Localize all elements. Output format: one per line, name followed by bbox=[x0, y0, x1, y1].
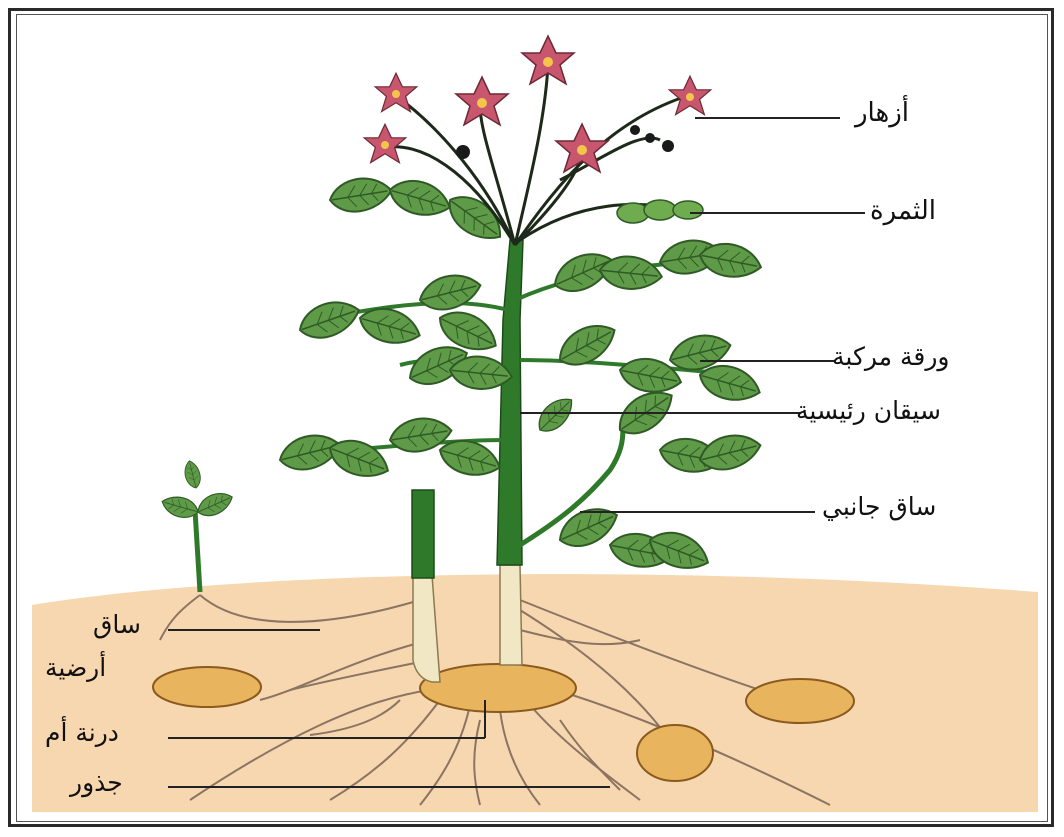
label-underground-stem-line2: أرضية bbox=[45, 655, 106, 680]
tuber bbox=[746, 679, 854, 723]
label-roots: جذور bbox=[70, 770, 123, 795]
sprout bbox=[159, 459, 236, 592]
label-compound-leaf: ورقة مركبة bbox=[832, 344, 949, 369]
label-side-stem: ساق جانبي bbox=[822, 494, 936, 519]
label-mother-tuber: درنة أم bbox=[45, 720, 119, 745]
mother-tuber bbox=[420, 664, 576, 712]
tuber bbox=[153, 667, 261, 707]
label-main-stems: سيقان رئيسية bbox=[796, 398, 941, 423]
main-stem bbox=[497, 240, 523, 565]
fruit-cluster bbox=[617, 200, 703, 223]
tuber bbox=[637, 725, 713, 781]
label-underground-stem-line1: ساق bbox=[93, 612, 141, 637]
stem-stump bbox=[412, 490, 434, 578]
label-fruit: الثمرة bbox=[870, 198, 936, 224]
label-flowers: أزهار bbox=[855, 100, 909, 126]
